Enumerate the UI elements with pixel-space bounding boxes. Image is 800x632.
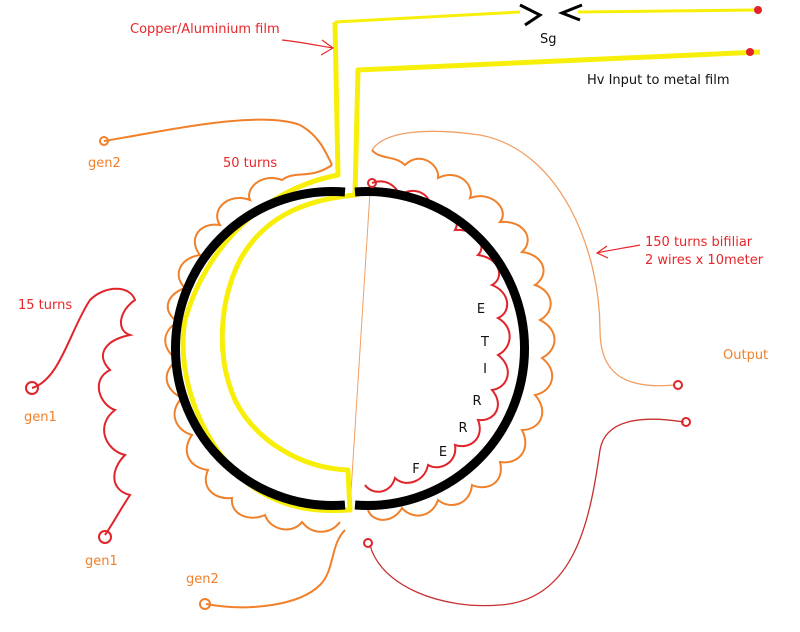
film-label: Copper/Aluminium film [130,22,280,37]
output-label: Output [723,348,769,363]
output-lead-red [369,418,685,607]
hv-input-label: Hv Input to metal film [587,73,730,88]
film-arrow [281,39,335,56]
terminal-secondary-top [367,178,377,188]
ferrite-letter: R [472,394,481,409]
output-lead-orange [371,130,676,387]
gen2-bottom-lead [205,529,346,609]
terminal-gen1-bottom [98,530,112,544]
terminal-gen2-top [99,136,109,146]
gen1-bottom-label: gen1 [85,554,118,569]
ferrite-letter: F [412,462,419,477]
terminal-gen1-left [25,381,39,395]
gen2-bottom-label: gen2 [186,572,219,587]
gen1-left-label: gen1 [24,410,57,425]
terminal-hv-input [746,48,754,56]
terminal-hv-top [754,6,762,14]
metal-film [180,21,761,514]
terminal-output-1 [673,380,683,390]
turns-50-label: 50 turns [223,156,278,171]
hv-input-lead [577,8,756,14]
turns-150-line1: 150 turns bifiliar [645,235,753,250]
turns150-arrow [595,244,641,259]
terminal-gen2-bottom [199,598,211,610]
primary-winding [164,164,341,533]
ferrite-letter: I [483,362,487,377]
spark-gap-left [519,3,543,27]
secondary-outer-winding [367,149,556,521]
turns-15-label: 15 turns [18,298,73,313]
gen2-top-lead [103,118,333,166]
ferrite-letter: T [480,335,489,350]
ferrite-letter: R [458,421,467,436]
spark-gap-right [557,3,583,22]
gen2-top-label: gen2 [88,156,121,171]
terminal-output-2 [681,417,691,427]
spark-gap-label: Sg [540,32,557,47]
terminal-secondary-bottom [363,538,373,548]
ferrite-letter: E [477,302,485,317]
fifteen-turn-coil [31,287,137,536]
toroid-core [170,187,530,510]
turns-150-line2: 2 wires x 10meter [645,253,764,268]
center-line [349,191,371,509]
ferrite-letter: E [439,445,447,460]
film-top-lead [334,10,521,24]
